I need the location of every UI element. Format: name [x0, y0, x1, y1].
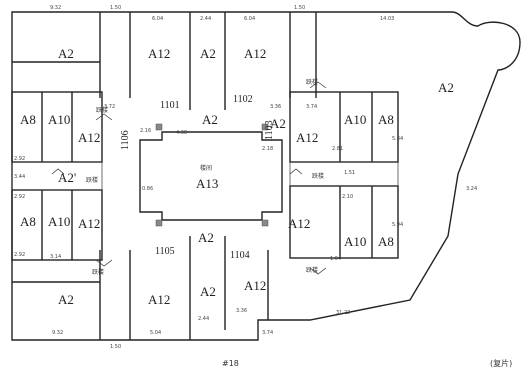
unit-1104: 1104 [230, 250, 250, 261]
central-hall-label: A13 [196, 176, 218, 191]
room-a2-lower-center: A2 [198, 230, 214, 245]
dim-bottom-4: 2.44 [198, 316, 209, 322]
dim-bottom-2: 1.50 [110, 344, 121, 350]
room-a2-upper-center: A2 [202, 112, 218, 127]
dim-right-4: 5.94 [392, 222, 403, 228]
stair-label-3: 跃楼 [312, 172, 324, 180]
dim-misc-6: 3.74 [306, 104, 317, 110]
dim-left-4: 3.14 [50, 254, 61, 260]
dim-left-5: 2.92 [14, 252, 25, 258]
room-a12-bottom-2: A12 [244, 278, 266, 293]
dim-bottom-7: 31.22 [336, 310, 350, 316]
unit-1103: 1103 [264, 120, 275, 140]
room-a12-left-lower: A12 [78, 216, 100, 231]
stair-label-6: 跃楼 [306, 266, 318, 274]
room-a2-right-lobby: A2 [270, 116, 286, 131]
dim-top-2: 1.50 [110, 5, 121, 11]
room-a8-left-upper: A8 [20, 112, 36, 127]
room-a2-top-right: A2 [438, 80, 454, 95]
room-a12-right-lower: A12 [288, 216, 310, 231]
dim-top-1: 9.32 [50, 5, 61, 11]
dim-bottom-3: 5.04 [150, 330, 161, 336]
dim-misc-3: 4.38 [176, 130, 187, 136]
room-a10-right-lower: A10 [344, 234, 366, 249]
room-a2-bottom-mid: A2 [200, 284, 216, 299]
unit-1101: 1101 [160, 100, 180, 111]
room-a12-bottom-1: A12 [148, 292, 170, 307]
room-a10-right-upper: A10 [344, 112, 366, 127]
room-a12-left-upper: A12 [78, 130, 100, 145]
dim-top-6: 1.50 [294, 5, 305, 11]
dim-misc-9: 0.86 [142, 186, 153, 192]
unit-1105: 1105 [155, 246, 175, 257]
stair-label-2: 跃楼 [306, 78, 318, 86]
dim-misc-1: 3.72 [104, 104, 115, 110]
room-a10-left-lower: A10 [48, 214, 70, 229]
dim-misc-2: 2.16 [140, 128, 151, 134]
dim-misc-5: 2.18 [262, 146, 273, 152]
dim-misc-10: 2.10 [342, 194, 353, 200]
stair-label-5: 跃楼 [92, 268, 104, 276]
room-a2-bottom-left: A2 [58, 292, 74, 307]
dim-left-2: 2.92 [14, 156, 25, 162]
unit-1102: 1102 [233, 94, 253, 105]
room-a12-right-upper: A12 [296, 130, 318, 145]
dim-misc-8: 2.81 [332, 146, 343, 152]
dim-top-5: 6.04 [244, 16, 255, 22]
dim-bottom-5: 3.36 [236, 308, 247, 314]
room-a8-right-lower: A8 [378, 234, 394, 249]
dim-misc-4: 3.36 [270, 104, 281, 110]
room-a2s-left: A2' [58, 170, 76, 185]
room-a8-left-lower: A8 [20, 214, 36, 229]
central-hall-note: 楼间 [200, 164, 212, 172]
room-a12-top-1: A12 [148, 46, 170, 61]
dim-bottom-6: 3.74 [262, 330, 273, 336]
dim-right-2: 1.04 [330, 256, 341, 262]
dim-top-7: 14.03 [380, 16, 394, 22]
dim-misc-7: 1.51 [344, 170, 355, 176]
dim-left-3: 2.92 [14, 194, 25, 200]
stair-label-4: 跃楼 [86, 176, 98, 184]
sheet-number: #18 [222, 359, 239, 368]
room-a2-top-mid: A2 [200, 46, 216, 61]
sheet-note: (复片) [490, 358, 512, 368]
dim-top-3: 6.04 [152, 16, 163, 22]
stair-label-1: 跃楼 [96, 106, 108, 114]
room-a10-left-upper: A10 [48, 112, 70, 127]
room-a8-right-upper: A8 [378, 112, 394, 127]
room-a2-top-left: A2 [58, 46, 74, 61]
dim-right-1: 3.24 [466, 186, 477, 192]
dim-right-3: 5.84 [392, 136, 403, 142]
dim-bottom-1: 9.32 [52, 330, 63, 336]
room-a12-top-2: A12 [244, 46, 266, 61]
dim-top-4: 2.44 [200, 16, 211, 22]
unit-1106: 1106 [120, 130, 131, 150]
dim-left-1: 3.44 [14, 174, 25, 180]
site-boundary [11, 11, 521, 341]
